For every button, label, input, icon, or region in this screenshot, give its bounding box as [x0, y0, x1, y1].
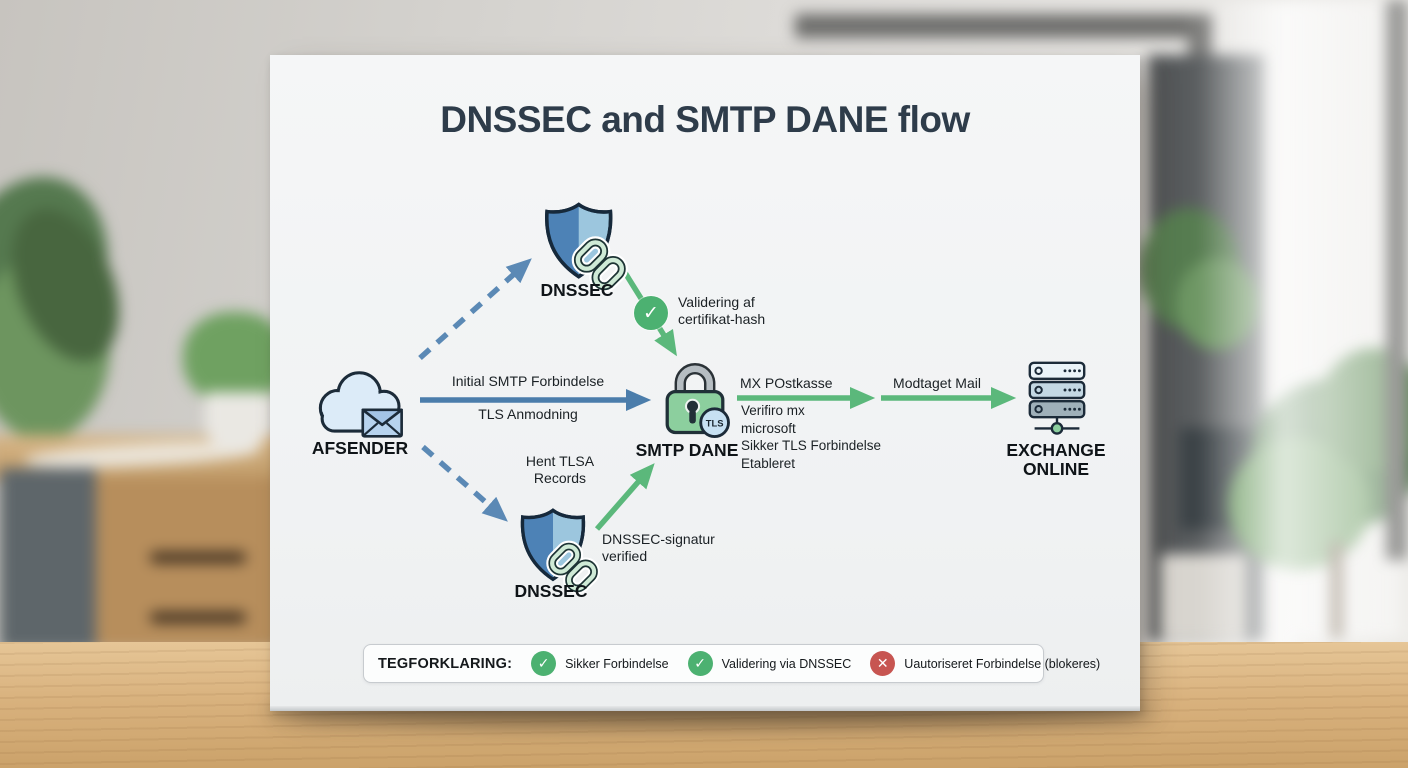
tls-badge-text: TLS [706, 417, 724, 428]
dnssec-shield-icon [545, 202, 628, 293]
mx-postkasse-label: MX POstkasse [740, 375, 833, 391]
chain-icon [546, 540, 600, 595]
hent-tlsa-label: Hent TLSA Records [525, 453, 595, 486]
legend: TEGFORKLARING: ✓ Sikker Forbindelse ✓ Va… [363, 644, 1100, 683]
legend-item-dnssec: ✓ Validering via DNSSEC [687, 651, 852, 676]
arrow-dnssec-signatur [594, 463, 655, 531]
padlock-tls-icon: TLS [665, 363, 730, 438]
diagram-title: DNSSEC and SMTP DANE flow [440, 99, 970, 140]
initial-smtp-label: Initial SMTP Forbindelse [451, 373, 605, 389]
chain-icon [571, 236, 628, 293]
dnssec-shield-icon [520, 508, 600, 595]
drawer-handle [150, 552, 246, 563]
window-frame [1386, 0, 1408, 560]
tls-anmodning-label: TLS Anmodning [478, 406, 578, 422]
tls-badge: TLS [699, 407, 730, 438]
legend-item-blocked: ✕ Uautoriseret Forbindelse (blokeres) [870, 651, 1100, 676]
desk-plant [183, 312, 287, 404]
poster-board: DNSSEC and SMTP DANE flow [270, 55, 1140, 711]
legend-item-label: Validering via DNSSEC [721, 656, 852, 671]
legend-item-secure: ✓ Sikker Forbindelse [531, 651, 669, 676]
dnssec-top-label: DNSSEC [540, 280, 614, 300]
envelope-icon [361, 408, 403, 438]
dnssec-bottom-label: DNSSEC [514, 581, 588, 601]
wall-frame-top [795, 14, 1210, 38]
desk-drawers [96, 478, 282, 650]
cross-icon: ✕ [870, 651, 896, 676]
check-icon: ✓ [687, 651, 713, 676]
modtaget-mail-label: Modtaget Mail [893, 375, 981, 391]
dnssec-signatur-label: DNSSEC-signatur verified [602, 531, 715, 564]
arrow-dns-query-bottom [421, 444, 508, 522]
legend-item-label: Uautoriseret Forbindelse (blokeres) [904, 656, 1101, 671]
desk-plant-pot [205, 392, 269, 452]
check-icon: ✓ [634, 296, 668, 330]
afsender-label: AFSENDER [311, 438, 409, 458]
cloud-envelope-icon [318, 371, 403, 438]
server-icon [1028, 361, 1086, 435]
window-light [1198, 0, 1400, 655]
legend-item-label: Sikker Forbindelse [565, 656, 669, 671]
smtp-dane-label: SMTP DANE [635, 440, 739, 460]
legend-title: TEGFORKLARING: [378, 655, 513, 672]
mx-postkasse-sublabels: Verifiro mx microsoft Sikker TLS Forbind… [741, 403, 882, 471]
check-icon: ✓ [531, 651, 557, 676]
desk-side-panel [0, 468, 96, 650]
drawer-handle [150, 612, 246, 623]
exchange-online-label: EXCHANGE ONLINE [1006, 440, 1106, 479]
validering-cert-label: Validering af certifikat-hash [678, 294, 766, 327]
